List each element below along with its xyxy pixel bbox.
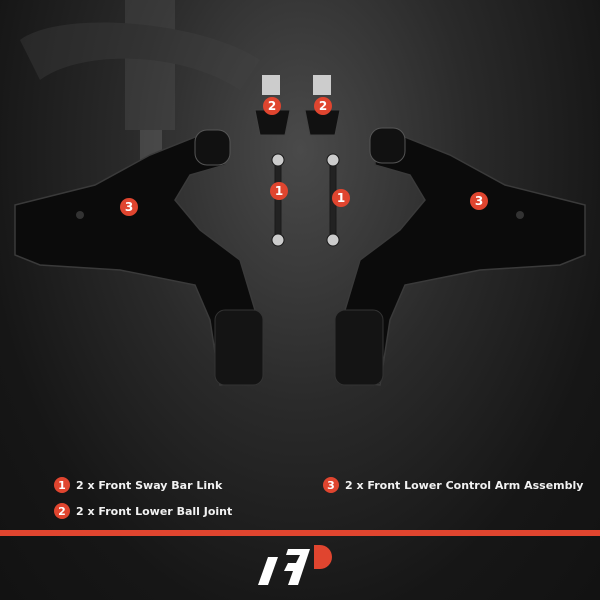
accent-divider (0, 530, 600, 536)
legend-number: 3 (323, 477, 339, 493)
legend-number: 2 (54, 503, 70, 519)
right-control-arm (334, 127, 586, 386)
legend-label: 2 x Front Lower Control Arm Assembly (345, 478, 584, 492)
legend-label: 2 x Front Sway Bar Link (76, 478, 223, 492)
callout-sway-bar-link-right: 1 (332, 189, 350, 207)
product-photo (14, 0, 586, 386)
callout-ball-joint-right: 2 (314, 97, 332, 115)
brand-logo (258, 545, 332, 585)
legend-item-ball-joint: 2 2 x Front Lower Ball Joint (54, 503, 232, 519)
callout-sway-bar-link-left: 1 (270, 182, 288, 200)
legend-label: 2 x Front Lower Ball Joint (76, 504, 233, 518)
callout-control-arm-left: 3 (120, 198, 138, 216)
sway-bar-links (271, 153, 340, 247)
left-control-arm (14, 129, 264, 386)
legend-item-sway-bar-link: 1 2 x Front Sway Bar Link (54, 477, 222, 493)
callout-control-arm-right: 3 (470, 192, 488, 210)
legend-number: 1 (54, 477, 70, 493)
callout-ball-joint-left: 2 (263, 97, 281, 115)
legend-item-control-arm: 3 2 x Front Lower Control Arm Assembly (323, 477, 583, 493)
